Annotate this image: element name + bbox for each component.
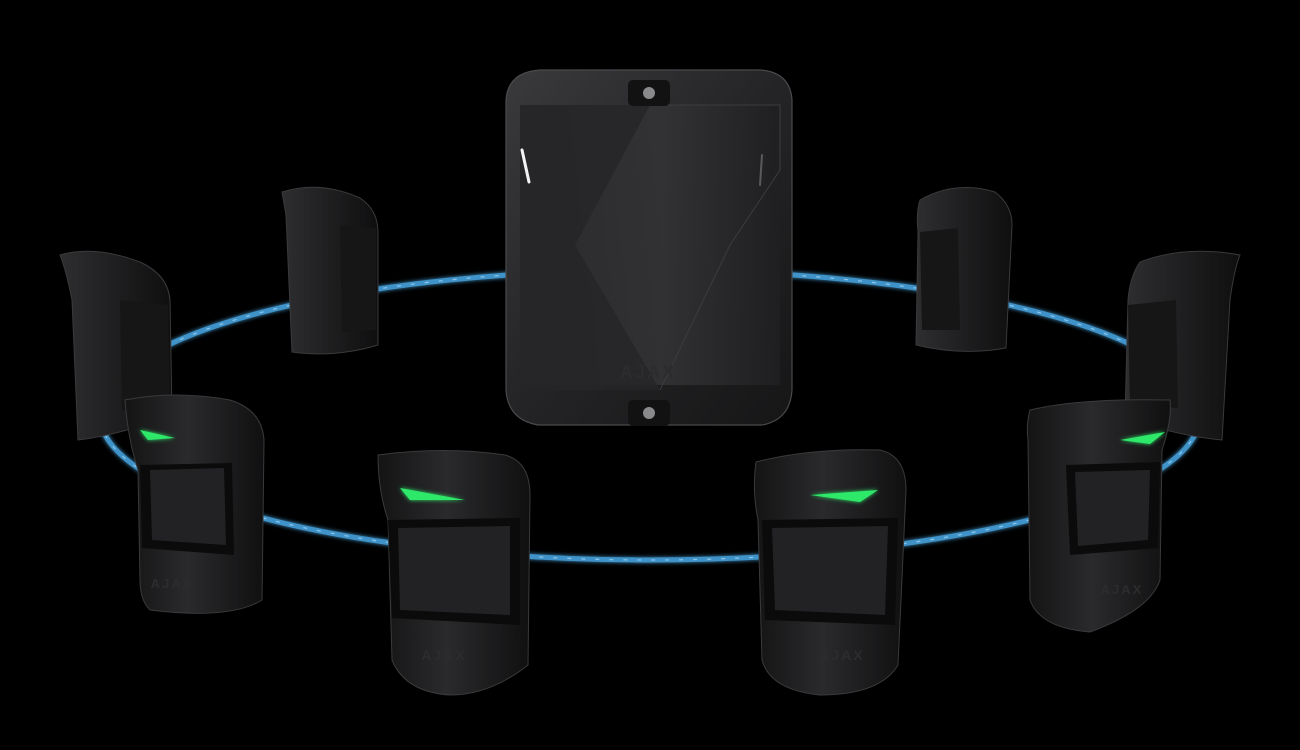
detector-front-right: AJAX [1026, 399, 1171, 633]
status-led [140, 430, 175, 440]
screw-icon [643, 407, 655, 419]
detector-brand-logo: AJAX [819, 647, 864, 663]
detector-front-center-right: AJAX [753, 449, 907, 696]
status-led [1120, 432, 1165, 444]
detector-brand-logo: AJAX [421, 647, 466, 663]
hub-brand-logo: AJAX [620, 362, 676, 382]
detector-front-left: AJAX [124, 394, 265, 614]
detector-brand-logo: AJAX [1101, 582, 1144, 597]
detector-back-right-inner [915, 187, 1013, 352]
status-led [810, 490, 878, 502]
detector-front-center-left: AJAX [377, 450, 531, 696]
screw-icon [643, 87, 655, 99]
detector-back-right-outer [1124, 250, 1241, 441]
detector-brand-logo: AJAX [151, 576, 194, 591]
detector-back-left-outer [59, 250, 173, 441]
hub-device: AJAX [505, 69, 793, 426]
detector-back-left-inner [281, 186, 379, 355]
status-led [400, 488, 465, 500]
